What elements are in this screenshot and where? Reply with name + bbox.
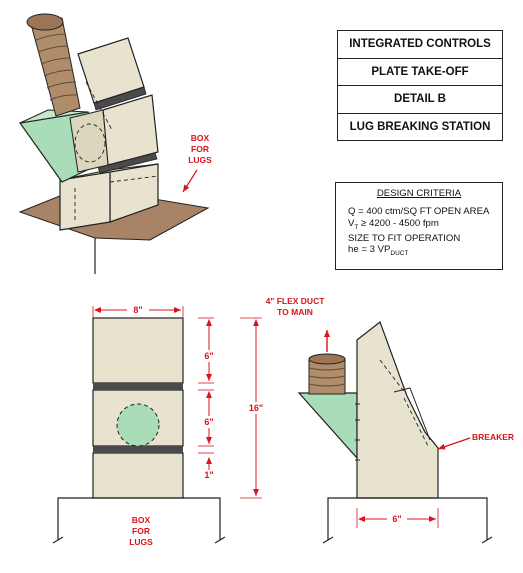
front-band-upper [93,383,183,390]
box-for-lugs-top-line3: LUGS [188,155,212,165]
side-ground [327,497,488,540]
iso-hidden-edge [85,81,113,131]
dim-seg-upper-label: 6" [204,351,213,361]
title-lug-breaking-station: LUG BREAKING STATION [349,120,491,133]
side-flex-duct [308,353,346,395]
iso-lower-box-front [59,171,111,231]
dim-width-label: 8" [133,305,142,315]
iso-hood-opening [74,123,106,163]
criteria-q-line: Q = 400 ctm/SQ FT OPEN AREA [348,206,490,217]
front-view: 8" 6" 6" 1" 16" BOX FOR LUGS [52,304,268,547]
isometric-view: BOX FOR LUGS [18,13,212,274]
criteria-he-line: he = 3 VPDUCT [348,244,502,259]
box-for-lugs-bottom-line2: FOR [132,526,150,536]
design-criteria-heading: DESIGN CRITERIA [376,188,462,199]
front-ground-breaks [52,536,226,544]
design-criteria-box: DESIGN CRITERIA Q = 400 ctm/SQ FT OPEN A… [335,182,503,270]
dim-side-width-label: 6" [392,514,401,524]
title-plate-take-off: PLATE TAKE-OFF [338,59,502,86]
box-for-lugs-top-line2: FOR [191,144,209,154]
criteria-vt-sub: T [354,223,359,231]
side-hidden-edge [403,397,429,447]
title-block: INTEGRATED CONTROLS PLATE TAKE-OFF DETAI… [337,30,503,141]
iso-hidden-edge [109,175,159,183]
dim-seg-lower-label: 1" [204,470,213,480]
side-hidden-edge [379,359,407,395]
side-hood [297,392,358,460]
iso-top-panel [77,37,145,104]
breaker-label: BREAKER [472,432,514,442]
side-hinge-ticks [355,403,360,461]
side-ground-breaks [322,536,493,544]
dim-seg-middle-label: 6" [204,417,213,427]
front-duct-opening [116,403,160,447]
side-panel [356,321,439,499]
front-panel-upper [92,317,184,384]
side-view: 4" FLEX DUCT TO MAIN BREAKER 6" [266,296,514,544]
side-breaker-notch [393,387,431,441]
box-for-lugs-bottom-line1: BOX [132,515,151,525]
dim-total-height-label: 16" [249,403,263,413]
breaker-callout [437,437,471,450]
iso-lugs-callout [182,169,198,193]
criteria-he-prefix: he = 3 VP [348,244,391,256]
front-ground [57,497,221,540]
box-for-lugs-bottom-line3: LUGS [129,537,153,547]
box-for-lugs-top-line1: BOX [191,133,210,143]
front-panel-lower [92,452,184,499]
flex-duct-label-line1: 4" FLEX DUCT [266,296,326,306]
criteria-he-sub: DUCT [390,250,409,258]
title-integrated-controls: INTEGRATED CONTROLS [338,31,502,59]
iso-flex-duct [26,13,81,117]
flex-duct-label-line2: TO MAIN [277,307,313,317]
criteria-vt-value: ≥ 4200 - 4500 fpm [358,217,439,229]
criteria-vt-symbol: V [348,217,355,229]
iso-lower-box-top [59,163,159,181]
criteria-size-line: SIZE TO FIT OPERATION [348,232,461,244]
front-band-lower [93,446,183,453]
title-detail: DETAIL B [338,86,502,114]
criteria-vt-line: VT ≥ 4200 - 4500 fpm [348,218,502,233]
